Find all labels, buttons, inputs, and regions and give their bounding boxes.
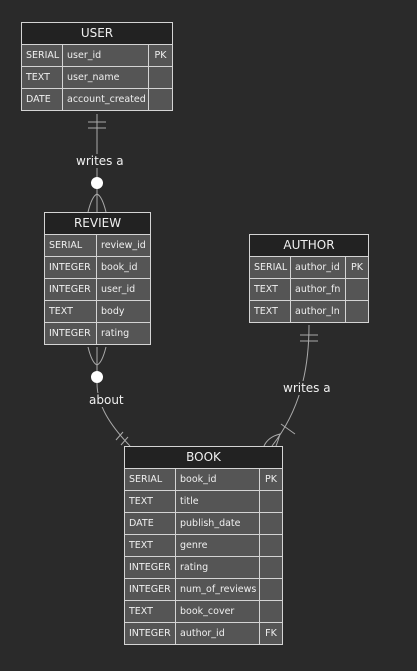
optional-bar-icon (280, 423, 296, 435)
field-name: author_id (290, 257, 345, 278)
field-name: account_created (62, 89, 148, 110)
optional-circle-icon (91, 177, 103, 189)
entity-field-row[interactable]: SERIAL review_id (45, 235, 150, 256)
field-key: PK (345, 257, 368, 278)
entity-field-row[interactable]: INTEGER rating (125, 556, 282, 578)
entity-field-row[interactable]: TEXT body (45, 300, 150, 322)
relationship-label-author-writes-book: writes a (282, 381, 332, 395)
entity-field-row[interactable]: INTEGER user_id (45, 278, 150, 300)
field-type: TEXT (49, 306, 73, 317)
entity-title: AUTHOR (250, 235, 368, 257)
field-type: SERIAL (254, 262, 288, 273)
field-name: publish_date (175, 513, 259, 534)
entity-title: REVIEW (45, 213, 150, 235)
field-key (259, 491, 282, 512)
field-name: user_id (96, 279, 150, 300)
field-name: num_of_reviews (175, 579, 259, 600)
field-name: user_id (62, 45, 148, 66)
field-key (345, 301, 368, 322)
field-type: INTEGER (49, 284, 91, 295)
field-key (345, 279, 368, 300)
entity-field-row[interactable]: DATE publish_date (125, 512, 282, 534)
field-type: INTEGER (49, 328, 91, 339)
field-name: review_id (96, 235, 150, 256)
one-mandatory-tick (115, 431, 124, 441)
field-key (259, 535, 282, 556)
field-name: author_ln (290, 301, 345, 322)
entity-field-row[interactable]: INTEGER num_of_reviews (125, 578, 282, 600)
field-name: book_cover (175, 601, 259, 622)
field-type: TEXT (129, 606, 153, 617)
field-type: DATE (26, 94, 51, 105)
crows-foot-icon (87, 346, 107, 366)
entity-title: USER (22, 23, 172, 45)
field-key (259, 513, 282, 534)
field-key (148, 67, 172, 88)
field-type: TEXT (129, 540, 153, 551)
entity-title: BOOK (125, 447, 282, 469)
field-key: PK (259, 469, 282, 490)
relationship-label-user-writes-review: writes a (75, 154, 125, 168)
entity-field-row[interactable]: DATE account_created (22, 88, 172, 110)
entity-field-row[interactable]: INTEGER rating (45, 322, 150, 344)
field-type: SERIAL (26, 50, 60, 61)
field-type: TEXT (26, 72, 50, 83)
entity-field-row[interactable]: TEXT genre (125, 534, 282, 556)
field-type: TEXT (254, 306, 278, 317)
field-key (259, 557, 282, 578)
crows-foot-icon (263, 433, 281, 447)
field-key: FK (259, 623, 282, 644)
field-name: body (96, 301, 150, 322)
field-name: rating (175, 557, 259, 578)
field-type: TEXT (129, 496, 153, 507)
entity-field-row[interactable]: TEXT user_name (22, 66, 172, 88)
entity-field-row[interactable]: TEXT author_fn (250, 278, 368, 300)
entity-field-row[interactable]: TEXT author_ln (250, 300, 368, 322)
field-name: author_id (175, 623, 259, 644)
optional-circle-icon (91, 371, 103, 383)
crows-foot-icon (87, 193, 107, 213)
field-key (148, 89, 172, 110)
field-type: DATE (129, 518, 154, 529)
one-mandatory-tick (120, 436, 129, 446)
field-type: INTEGER (129, 628, 171, 639)
field-name: title (175, 491, 259, 512)
field-name: rating (96, 323, 150, 344)
entity-field-row[interactable]: INTEGER book_id (45, 256, 150, 278)
field-type: SERIAL (49, 240, 83, 251)
field-name: genre (175, 535, 259, 556)
field-type: INTEGER (49, 262, 91, 273)
field-name: book_id (96, 257, 150, 278)
entity-field-row[interactable]: TEXT book_cover (125, 600, 282, 622)
field-type: INTEGER (129, 584, 171, 595)
field-type: INTEGER (129, 562, 171, 573)
field-type: TEXT (254, 284, 278, 295)
entity-field-row[interactable]: TEXT title (125, 490, 282, 512)
field-name: user_name (62, 67, 148, 88)
relationship-label-review-about-book: about (88, 393, 125, 407)
field-name: author_fn (290, 279, 345, 300)
field-key (259, 579, 282, 600)
field-name: book_id (175, 469, 259, 490)
field-key (259, 601, 282, 622)
field-key: PK (148, 45, 172, 66)
field-type: SERIAL (129, 474, 163, 485)
